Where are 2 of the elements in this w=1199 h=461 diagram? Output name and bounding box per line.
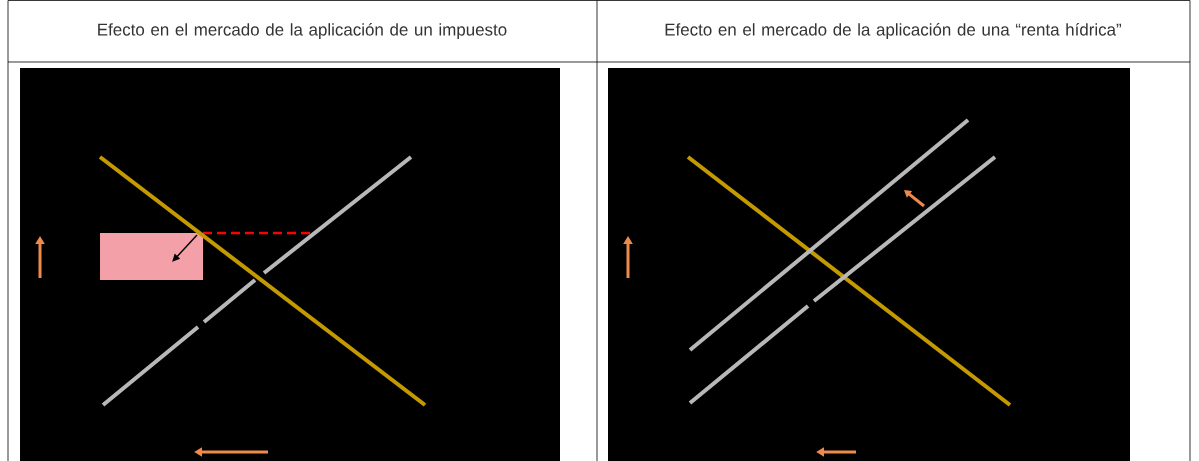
header-cell: Efecto en el mercado de la aplicación de un impuesto <box>98 23 507 39</box>
header-cell: Efecto en el mercado de la aplicación de una “renta hídrica” <box>665 23 1122 39</box>
